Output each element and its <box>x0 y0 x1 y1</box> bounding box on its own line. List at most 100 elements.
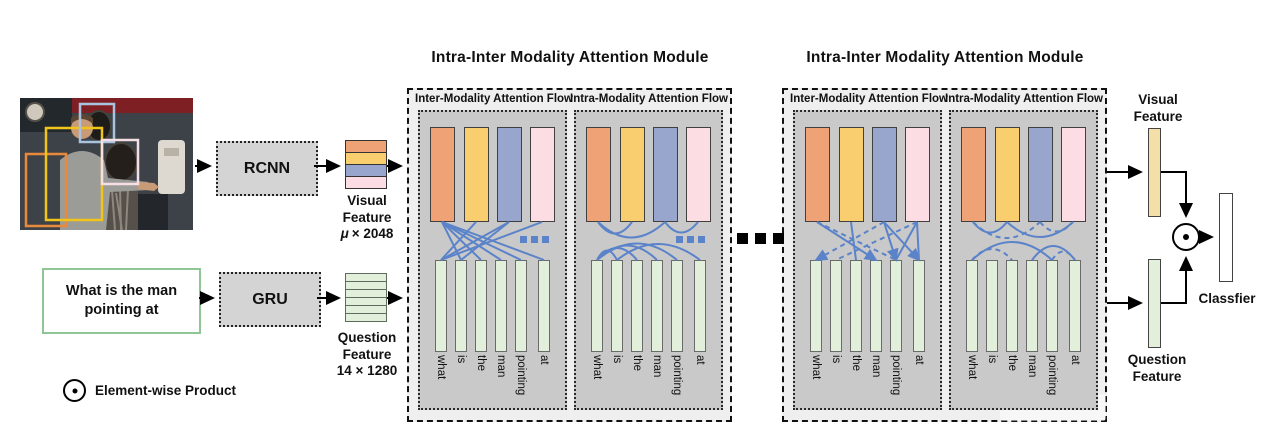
question-word-label: what <box>810 355 822 380</box>
question-input-box: What is the man pointing at <box>42 268 201 334</box>
question-word-bar <box>538 260 550 352</box>
question-word-label: man <box>870 355 882 378</box>
question-word-bar <box>611 260 623 352</box>
ellipsis-dots-icon <box>676 236 683 243</box>
ellipsis-dots-icon <box>520 236 527 243</box>
visual-feature-bar <box>686 127 711 222</box>
output-question-caption: Question Feature <box>1127 352 1187 384</box>
ellipsis-dots-icon <box>687 236 694 243</box>
question-word-label: man <box>495 355 507 378</box>
element-wise-product-legend-icon <box>63 379 86 402</box>
question-feature-caption: Question Feature 14 × 1280 <box>336 330 398 379</box>
visual-feature-bar <box>961 127 986 222</box>
question-word-bar <box>631 260 643 352</box>
continuation-dots-icon <box>737 233 748 244</box>
question-word-bar <box>1069 260 1081 352</box>
ellipsis-dots-icon <box>698 236 705 243</box>
visual-feature-caption: Visual Feature μ× 2048 <box>340 193 394 242</box>
inter-flow-label-1: Inter-Modality Attention Flow <box>415 93 574 105</box>
question-word-label: the <box>1006 355 1018 371</box>
question-word-bar <box>671 260 683 352</box>
visual-feature-bar <box>497 127 522 222</box>
classifier-bar <box>1219 193 1233 282</box>
question-word-label: the <box>475 355 487 371</box>
question-word-bar <box>435 260 447 352</box>
question-word-bar <box>1046 260 1058 352</box>
question-word-label: man <box>651 355 663 378</box>
output-question-feature-bar <box>1148 259 1161 348</box>
bounding-box-pink <box>100 138 140 186</box>
question-word-label: at <box>913 355 925 365</box>
question-word-bar <box>495 260 507 352</box>
question-word-bar <box>810 260 822 352</box>
visual-feature-bar <box>805 127 830 222</box>
question-word-bar <box>966 260 978 352</box>
question-word-label: man <box>1026 355 1038 378</box>
question-word-label: is <box>986 355 998 364</box>
gru-encoder-box: GRU <box>219 272 321 327</box>
question-word-bar <box>890 260 902 352</box>
visual-feature-bar <box>839 127 864 222</box>
visual-feature-bar <box>464 127 489 222</box>
rcnn-label: RCNN <box>243 159 291 177</box>
question-word-label: what <box>966 355 978 380</box>
question-word-label: pointing <box>1046 355 1058 396</box>
classifier-label: Classfier <box>1198 291 1256 306</box>
element-wise-product-icon <box>1172 223 1200 251</box>
rcnn-encoder-box: RCNN <box>216 141 318 196</box>
question-word-bar <box>694 260 706 352</box>
question-word-label: at <box>1069 355 1081 365</box>
visual-feature-bar <box>586 127 611 222</box>
question-word-bar <box>1026 260 1038 352</box>
visual-feature-bar <box>653 127 678 222</box>
ellipsis-dots-icon <box>542 236 549 243</box>
question-word-label: is <box>830 355 842 364</box>
visual-feature-bar <box>995 127 1020 222</box>
question-word-bar <box>830 260 842 352</box>
question-word-label: what <box>435 355 447 380</box>
visual-feature-bar <box>905 127 930 222</box>
visual-feature-bar <box>872 127 897 222</box>
continuation-dots-icon <box>773 233 784 244</box>
visual-feature-bar <box>530 127 555 222</box>
question-word-bar <box>475 260 487 352</box>
question-word-label: pointing <box>671 355 683 396</box>
input-image <box>20 98 193 230</box>
question-feature-stack <box>345 273 387 322</box>
question-word-bar <box>1006 260 1018 352</box>
legend-label: Element-wise Product <box>95 383 237 398</box>
question-word-label: is <box>611 355 623 364</box>
question-word-label: pointing <box>890 355 902 396</box>
question-word-bar <box>913 260 925 352</box>
question-word-label: pointing <box>515 355 527 396</box>
intra-flow-label-2: Intra-Modality Attention Flow <box>945 93 1104 105</box>
continuation-dots-icon <box>755 233 766 244</box>
question-word-bar <box>591 260 603 352</box>
gru-label: GRU <box>252 290 288 308</box>
visual-feature-bar <box>1061 127 1086 222</box>
intra-flow-label-1: Intra-Modality Attention Flow <box>570 93 729 105</box>
question-word-label: is <box>455 355 467 364</box>
question-text: What is the man pointing at <box>65 283 178 318</box>
question-word-label: at <box>694 355 706 365</box>
visual-feature-bar <box>620 127 645 222</box>
module-title-2: Intra-Inter Modality Attention Module <box>806 49 1084 66</box>
bounding-box-blue <box>78 102 116 144</box>
question-word-label: what <box>591 355 603 380</box>
visual-feature-bar <box>430 127 455 222</box>
question-word-bar <box>515 260 527 352</box>
question-word-bar <box>455 260 467 352</box>
output-visual-feature-bar <box>1148 128 1161 217</box>
inter-flow-label-2: Inter-Modality Attention Flow <box>790 93 949 105</box>
question-word-bar <box>651 260 663 352</box>
visual-feature-bar <box>1028 127 1053 222</box>
visual-feature-stack <box>345 140 387 189</box>
ellipsis-dots-icon <box>531 236 538 243</box>
question-word-bar <box>850 260 862 352</box>
question-word-bar <box>986 260 998 352</box>
question-word-bar <box>870 260 882 352</box>
output-visual-caption: Visual Feature <box>1133 92 1183 124</box>
